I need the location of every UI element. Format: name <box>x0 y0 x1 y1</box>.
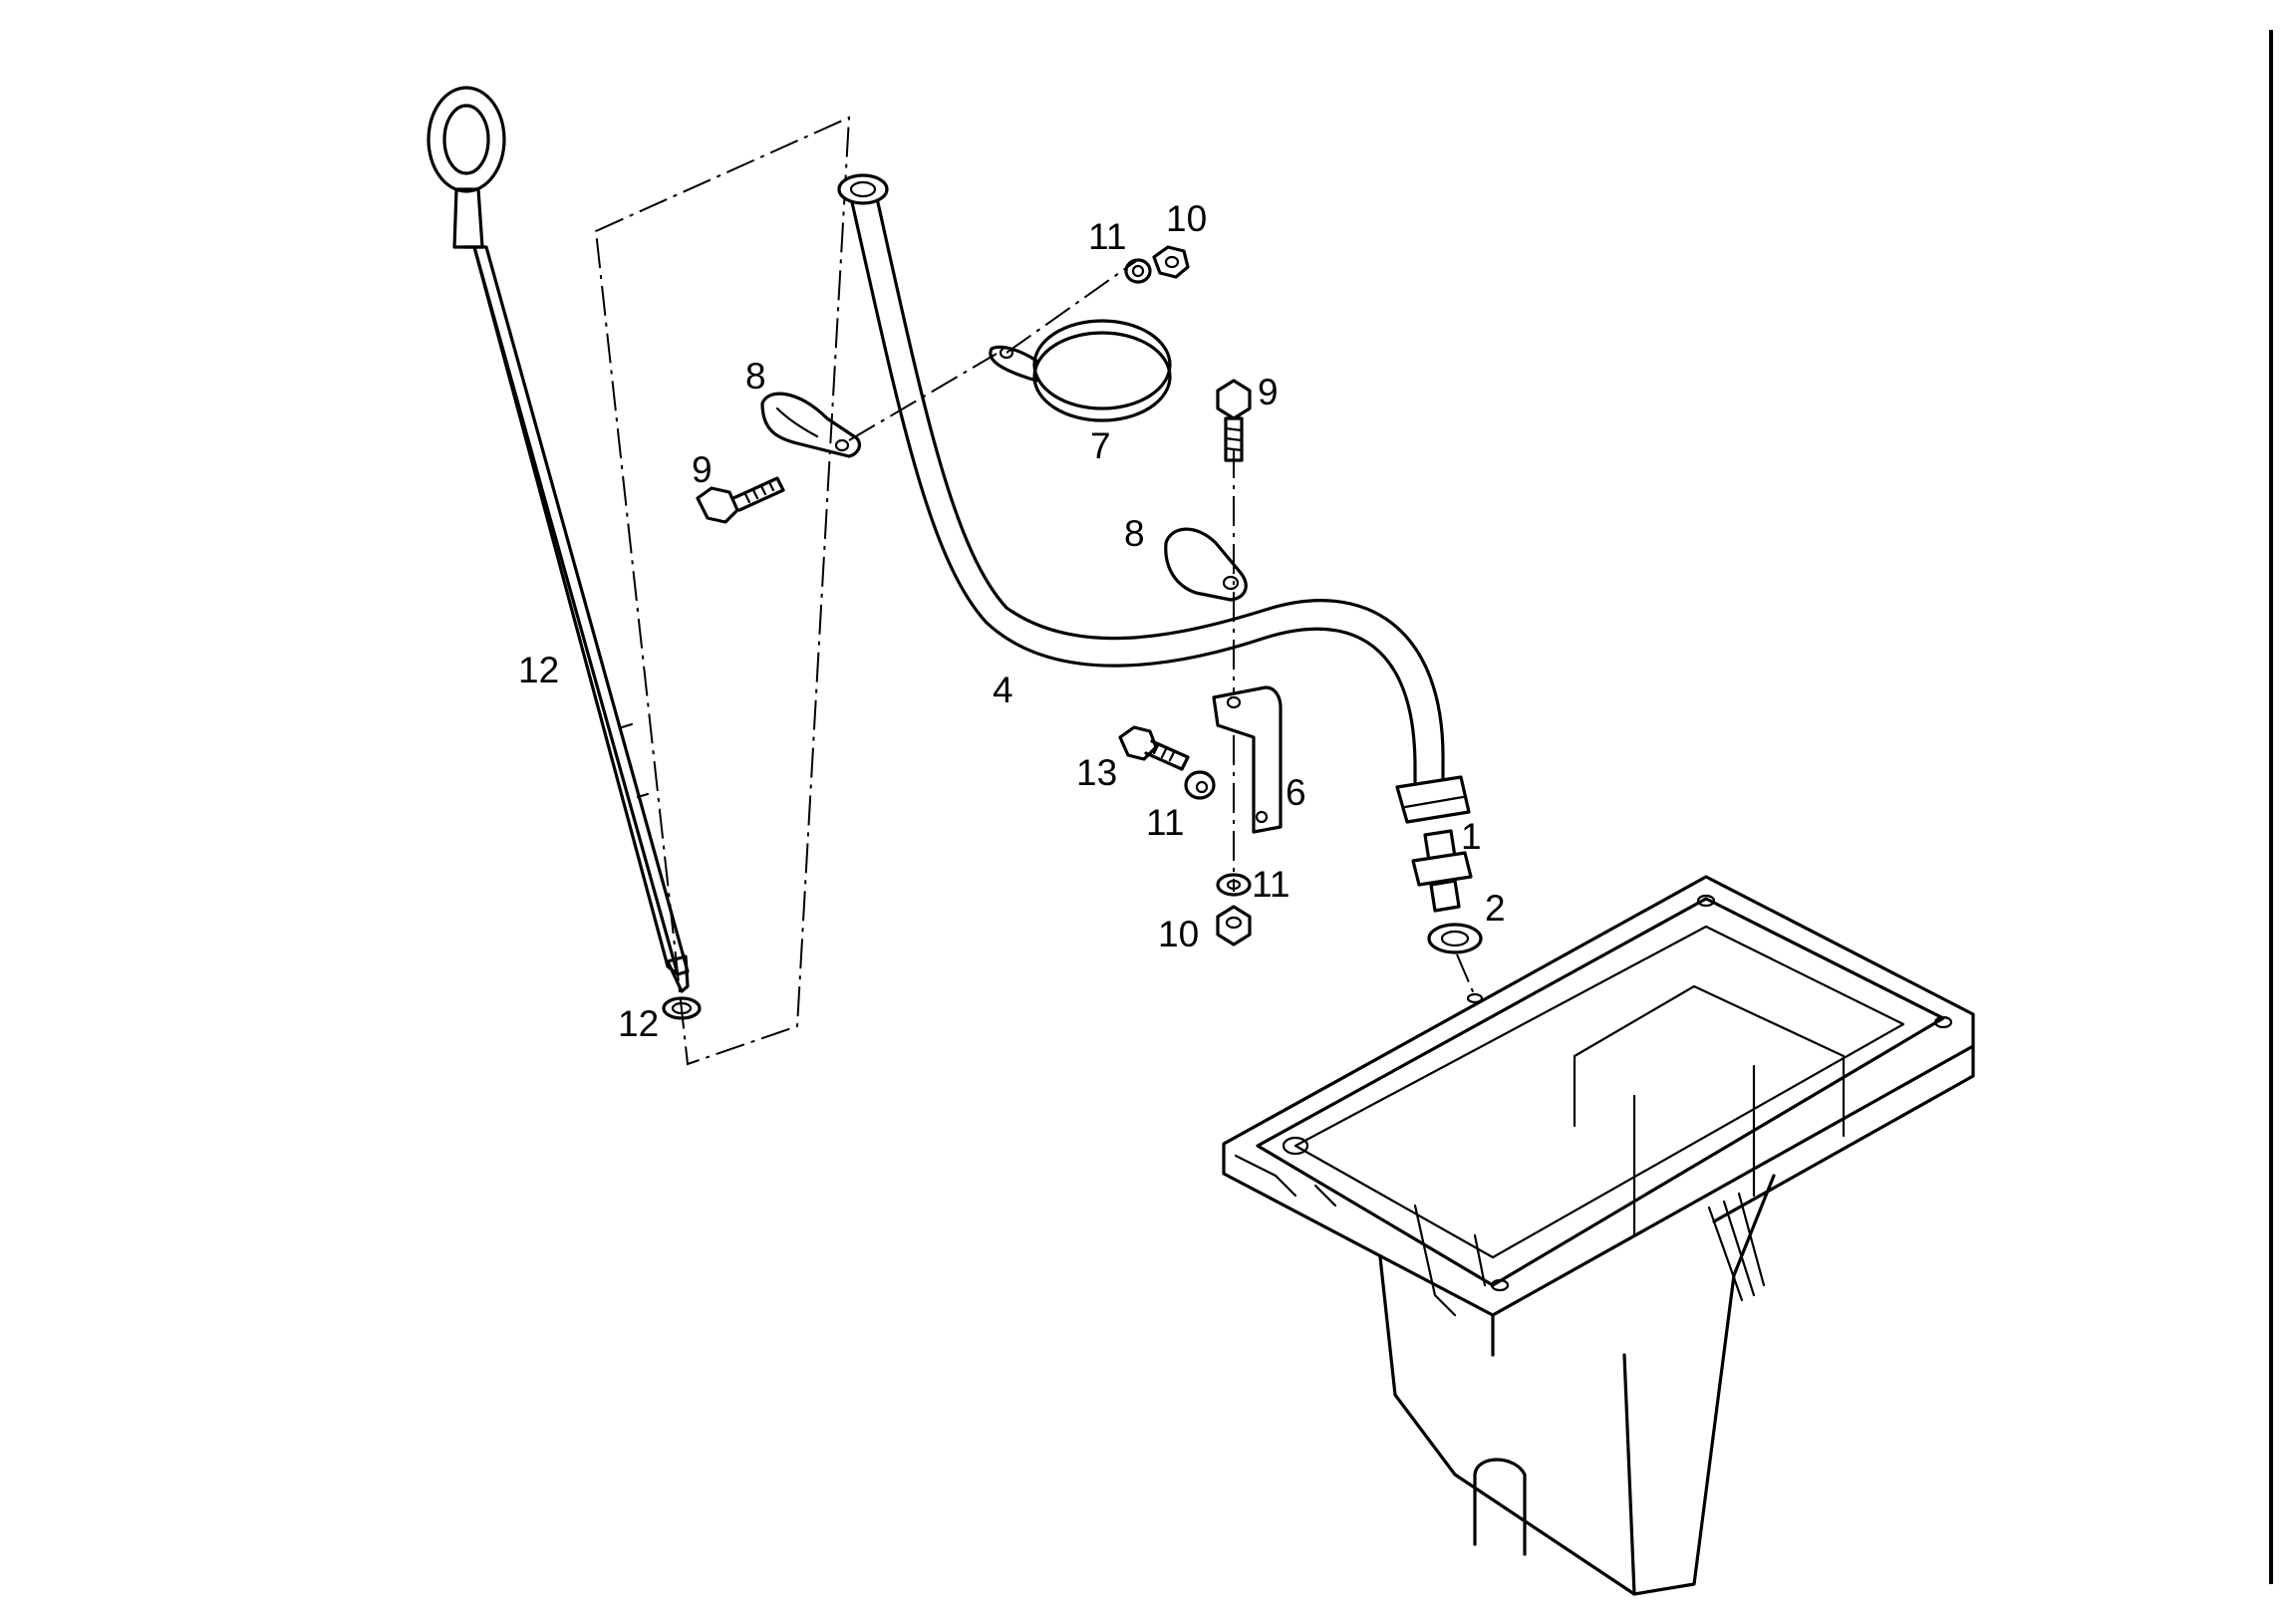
callout-nut-lower: 10 <box>1158 914 1199 954</box>
oil-sump <box>1222 875 1975 1596</box>
dipstick-seal <box>662 996 702 1020</box>
callout-nut-upper: 10 <box>1166 198 1207 239</box>
callout-washer-upper: 11 <box>1088 216 1126 257</box>
tube-bracket <box>1212 685 1283 834</box>
upper-bolt-axis <box>848 353 998 441</box>
callout-sump-union: 1 <box>1461 816 1482 857</box>
dipstick <box>427 86 690 993</box>
callout-clip-lower: 8 <box>1124 513 1145 554</box>
callout-washer-mid: 11 <box>1146 802 1184 843</box>
callout-dipstick-seal: 12 <box>618 1003 659 1044</box>
nut-lower <box>1216 905 1252 946</box>
callout-tube-bracket: 6 <box>1286 772 1306 813</box>
nut-upper <box>1152 245 1190 279</box>
callout-bracket-bolt: 13 <box>1076 752 1117 793</box>
callout-clip-upper: 8 <box>745 356 766 397</box>
washer-upper <box>1124 258 1152 284</box>
callout-bolt-upper: 9 <box>692 449 713 490</box>
callout-band-clamp: 7 <box>1090 425 1111 466</box>
bracket-bolt <box>1118 725 1190 771</box>
clip-lower <box>1164 527 1248 602</box>
clip-upper <box>760 392 862 458</box>
callout-washer-lower: 11 <box>1252 864 1290 905</box>
washer-lower <box>1216 873 1252 897</box>
bolt-upper <box>696 476 785 524</box>
sump-washer <box>1427 923 1483 954</box>
page-edge-rule <box>2269 30 2273 1584</box>
callout-sump-washer: 2 <box>1485 888 1506 929</box>
callout-bolt-lower: 9 <box>1258 372 1279 412</box>
bolt-lower <box>1216 379 1252 462</box>
callout-dipstick: 12 <box>518 650 559 690</box>
washer-mid <box>1184 770 1216 800</box>
dipstick-alignment-frame <box>594 116 851 1066</box>
callout-guide-tube: 4 <box>993 670 1013 710</box>
sump-union <box>1411 829 1473 913</box>
oil-guide-tube <box>837 173 1471 824</box>
clamp-bolt-axis <box>1005 260 1137 354</box>
band-clamp <box>989 319 1172 422</box>
union-axis <box>1456 953 1476 997</box>
